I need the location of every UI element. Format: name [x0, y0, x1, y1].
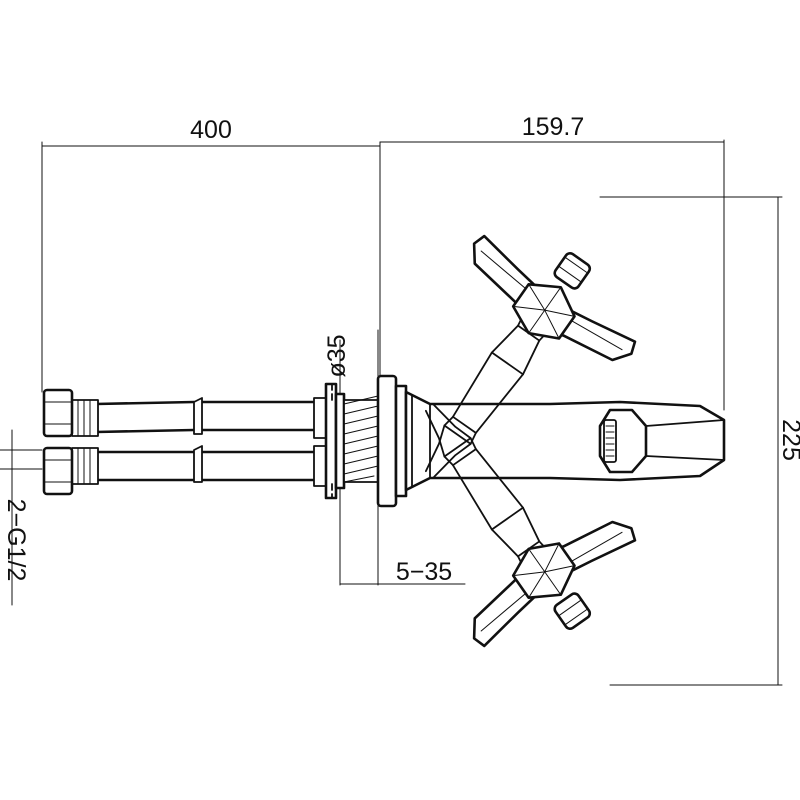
spout-length-label: 159.7 — [522, 113, 585, 141]
dimension-hose-length: 400 — [41, 116, 381, 393]
dimension-thread: 2−G1/2 — [0, 429, 43, 606]
deck-mounting — [324, 374, 408, 508]
hose-length-label: 400 — [190, 116, 232, 144]
supply-hoses — [42, 388, 327, 496]
faucet-body — [404, 390, 726, 492]
dimension-spout-length: 159.7 — [379, 113, 725, 411]
height-label: 225 — [777, 419, 800, 461]
hole-diameter-label: ø35 — [323, 334, 351, 377]
thread-label: 2−G1/2 — [2, 499, 30, 582]
deck-thickness-label: 5−35 — [396, 558, 452, 586]
dimension-height: 225 — [599, 196, 800, 686]
dimension-deck-thickness: 5−35 — [339, 558, 466, 586]
